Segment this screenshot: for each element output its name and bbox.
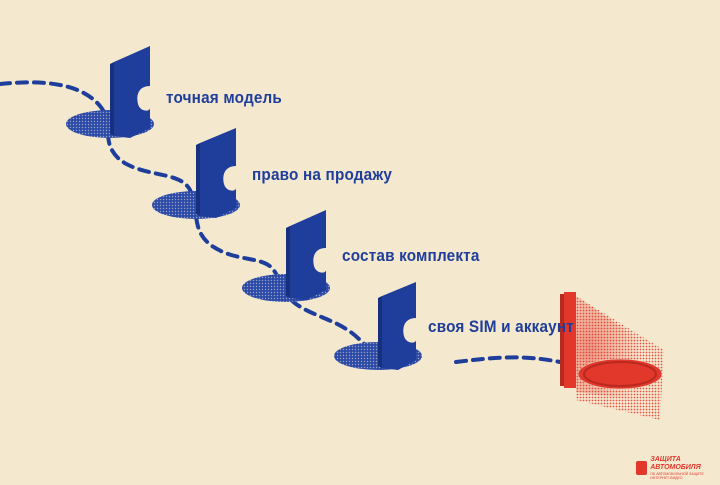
- step-1-card-icon: [114, 46, 150, 138]
- step-4-marker: [334, 282, 422, 370]
- step-1-marker: [66, 46, 154, 138]
- dashed-path-final: [454, 355, 562, 364]
- step-2-card-icon: [200, 128, 236, 218]
- step-4-label: своя SIM и аккаунт: [428, 317, 574, 336]
- step-2-label: право на продажу: [252, 165, 393, 184]
- step-3-card-icon: [290, 210, 326, 300]
- step-2-marker: [152, 128, 240, 219]
- goal-marker: [560, 292, 664, 420]
- red-hole-icon: [577, 358, 663, 390]
- brand-name: ЗАЩИТА АВТОМОБИЛЯ: [650, 456, 701, 471]
- step-4-card-icon: [382, 282, 416, 370]
- step-3-marker: [242, 210, 330, 302]
- brand-logo: ЗАЩИТА АВТОМОБИЛЯ ОБ АВТОМОБИЛЬНОЙ ЗАЩИТ…: [636, 456, 720, 480]
- step-1-label: точная модель: [166, 88, 283, 107]
- red-door-icon: [564, 292, 576, 388]
- brand-subtitle: ОБ АВТОМОБИЛЬНОЙ ЗАЩИТЕ ИНТЕРНЕТ-ВИДЕО: [650, 472, 704, 480]
- brand-mark-icon: [636, 461, 648, 475]
- step-3-label: состав комплекта: [342, 246, 480, 265]
